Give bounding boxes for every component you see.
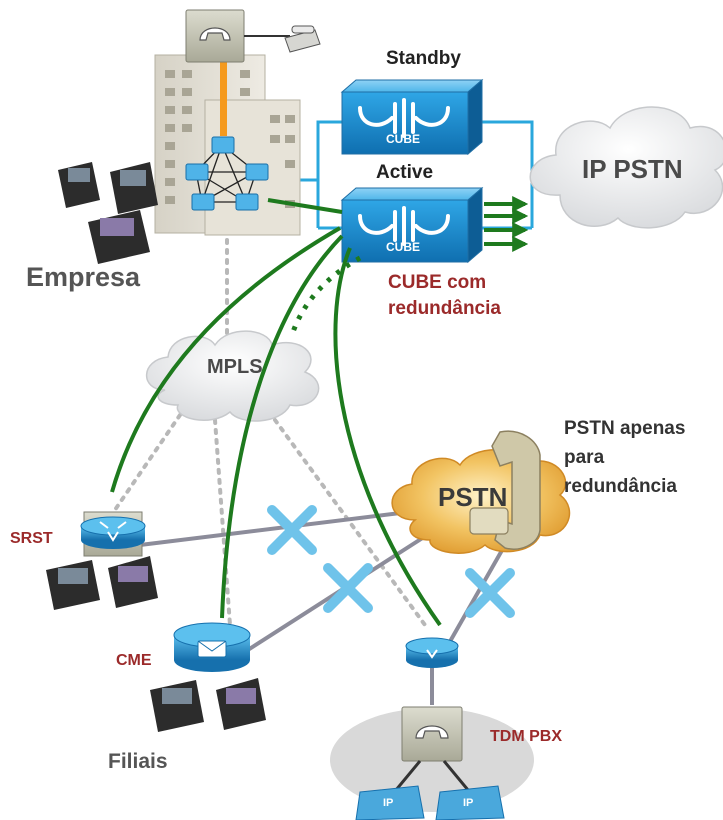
- cme-label: CME: [116, 652, 152, 669]
- ip-phone-icon: [150, 678, 266, 732]
- cube-icon: [340, 186, 484, 264]
- pstn-note-line2: para: [564, 447, 605, 468]
- standby-label: Standby: [386, 48, 461, 69]
- pstn-note-line1: PSTN apenas: [564, 418, 686, 439]
- desk-phone-icon: [284, 25, 321, 53]
- empresa-label: Empresa: [26, 262, 141, 292]
- mpls-label: MPLS: [207, 356, 263, 378]
- ip-phone-icon: [58, 162, 158, 264]
- srst-label: SRST: [10, 530, 53, 547]
- tdm-pbx-label: TDM PBX: [490, 728, 562, 745]
- cube-active-label: CUBE: [386, 240, 421, 254]
- pstn-cloud-icon: [391, 430, 571, 554]
- cube-standby-label: CUBE: [386, 132, 421, 146]
- ip-pstn-label: IP PSTN: [582, 154, 683, 184]
- ip-pstn-cloud-icon: [529, 106, 723, 229]
- filiais-label: Filiais: [108, 750, 168, 773]
- mpls-cloud-icon: [145, 330, 320, 422]
- router-icon: [173, 622, 251, 672]
- cross-icon: [465, 568, 515, 618]
- ip-phone-2-label: IP: [463, 797, 474, 809]
- pstn-label: PSTN: [438, 482, 508, 512]
- cube-icon: [340, 78, 484, 156]
- pbx-icon: [401, 706, 463, 762]
- ip-phone-1-label: IP: [383, 797, 394, 809]
- pstn-note-line3: redundância: [564, 476, 677, 497]
- pbx-icon: [185, 9, 245, 63]
- dotted-links: [106, 238, 427, 627]
- cross-icon: [267, 505, 317, 555]
- cross-icon: [323, 563, 373, 613]
- router-icon: [80, 511, 146, 557]
- building-icon: [154, 9, 321, 236]
- sip-trunks: [110, 196, 529, 627]
- ip-phone-icon: [355, 785, 505, 820]
- cube-redundancy-line2: redundância: [388, 298, 501, 319]
- ip-phone-icon: [46, 556, 158, 610]
- cross-icons: [267, 505, 515, 618]
- active-label: Active: [376, 162, 434, 183]
- cube-redundancy-line1: CUBE com: [388, 272, 487, 293]
- phone-handset-icon: [469, 430, 541, 550]
- router-icon: [405, 637, 459, 668]
